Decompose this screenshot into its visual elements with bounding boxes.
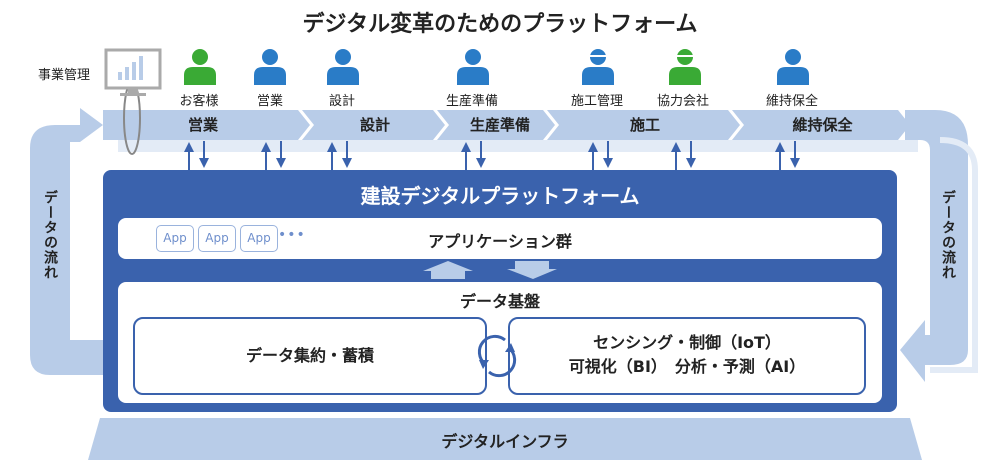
person-icon [453,48,493,86]
stage-chevron-3 [437,110,555,140]
role-label: 施工管理 [570,94,623,109]
data-foundation: データ基盤 データ集約・蓄積 センシング・制御（IoT） 可視化（BI） 分析・… [118,282,882,403]
application-group: App App App ••• アプリケーション群 [118,218,882,259]
bidirectional-arrow-icon [327,141,352,170]
app-tile[interactable]: App [198,225,236,252]
stage-chevron-4 [547,110,740,140]
stage-chevron-5 [732,110,910,140]
left-flow-arrow [30,108,103,375]
worker-helmet-icon [578,48,618,86]
role-label: 設計 [328,94,355,109]
down-arrow-icon [507,261,557,279]
monitor-chart-icon [104,48,162,96]
app-tile[interactable]: App [240,225,278,252]
role-label: 営業 [256,94,283,109]
cycle-arrows-icon [477,334,517,378]
bidirectional-arrow-icon [588,141,613,170]
data-foundation-title: データ基盤 [459,292,540,311]
digital-infrastructure-label: デジタルインフラ [441,432,569,451]
platform-title: 建設デジタルプラットフォーム [360,184,640,208]
person-icon [773,48,813,86]
data-aggregation-box: データ集約・蓄積 [133,317,487,395]
construction-digital-platform: 建設デジタルプラットフォーム App App App ••• アプリケーション群… [103,170,897,412]
stage-chevron-1 [103,110,310,140]
up-arrow-icon [423,261,473,279]
person-icon [180,48,220,86]
right-flow-shadow [930,137,978,373]
person-icon [250,48,290,86]
infra-base [88,418,922,460]
stage-label: 生産準備 [469,116,530,134]
diagram-title: デジタル変革のためのプラットフォーム [302,12,698,37]
digital-infrastructure: デジタルインフラ [90,418,920,462]
role-label: お客様 [179,94,219,109]
bidirectional-arrow-icon [671,141,696,170]
person-icon [323,48,363,86]
exchange-arrows [423,261,557,279]
bidirectional-arrow-icon [461,141,486,170]
bi-ai-line: 可視化（BI） 分析・予測（AI） [568,357,806,376]
stage-label: 営業 [187,116,218,134]
stage-label: 維持保全 [792,116,853,134]
data-flow-right-label: データの流れ [940,190,956,280]
right-flow-arrow [900,110,968,382]
stage-label: 施工 [629,116,660,134]
worker-helmet-icon [665,48,705,86]
stage-chevron-2 [302,110,445,140]
application-group-label: アプリケーション群 [428,232,572,251]
app-tile[interactable]: App [156,225,194,252]
process-band-shadow [118,140,918,152]
more-apps-indicator: ••• [278,227,306,243]
iot-line: センシング・制御（IoT） [593,333,781,352]
management-label: 事業管理 [38,68,91,83]
stage-label: 設計 [359,116,390,134]
bidirectional-arrow-icon [261,141,286,170]
bidirectional-arrow-icon [775,141,800,170]
role-label: 生産準備 [445,94,498,109]
bidirectional-arrow-icon [184,141,209,170]
role-label: 維持保全 [765,94,818,109]
sensing-analysis-box: センシング・制御（IoT） 可視化（BI） 分析・予測（AI） [508,317,866,395]
data-flow-left-label: データの流れ [42,190,58,280]
role-label: 協力会社 [656,94,709,109]
